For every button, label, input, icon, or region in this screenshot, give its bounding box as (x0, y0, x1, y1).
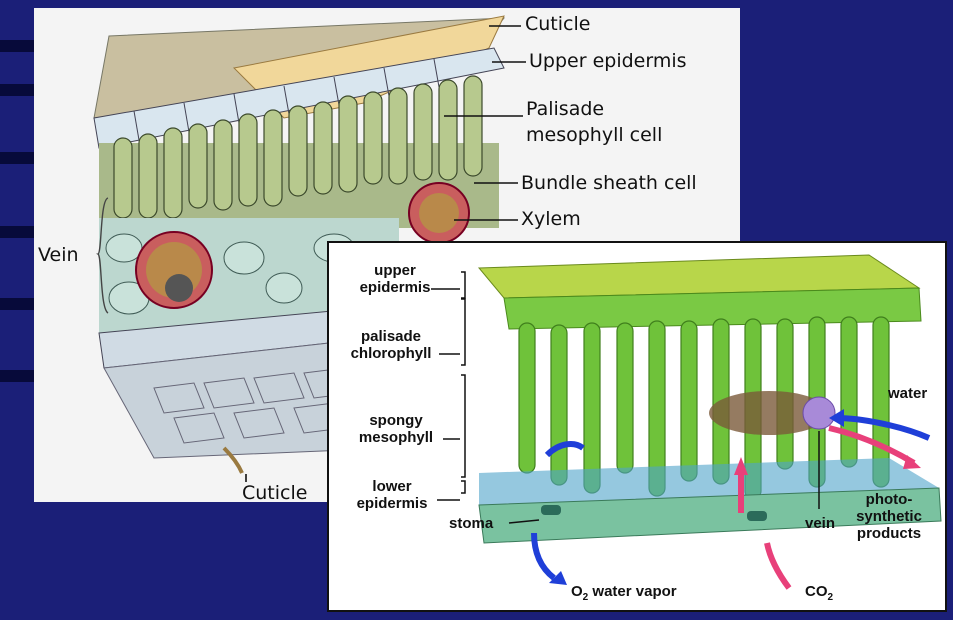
label-b-photo-line1: photo- (845, 491, 933, 508)
label-vein: Vein (38, 244, 79, 266)
label-b-photo-line2: synthetic (845, 508, 933, 525)
label-b-co2: CO2 (805, 583, 833, 606)
slide-stripe (0, 298, 34, 310)
slide-stripe (0, 84, 34, 96)
label-b-o2: O (571, 583, 583, 600)
label-b-stoma: stoma (449, 515, 493, 532)
label-b-spongy-line1: spongy (349, 412, 443, 429)
label-cuticle-bottom: Cuticle (242, 482, 307, 504)
label-palisade-line2: mesophyll cell (526, 124, 662, 146)
label-b-palisade-line2: chlorophyll (341, 345, 441, 362)
label-xylem: Xylem (521, 208, 581, 230)
label-b-palisade-line1: palisade (341, 328, 441, 345)
label-upper-epidermis: Upper epidermis (529, 50, 687, 72)
label-b-spongy: spongy mesophyll (349, 412, 443, 446)
label-b-vein: vein (805, 515, 835, 532)
label-b-lower-epidermis-line1: lower (345, 478, 439, 495)
label-b-upper-epidermis-line2: epidermis (355, 279, 435, 296)
slide-stripe (0, 226, 34, 238)
label-b-o2-subscript: 2 (583, 592, 589, 603)
label-palisade-line1: Palisade (526, 98, 604, 120)
label-b-o2-water-vapor: O2 water vapor (571, 583, 677, 606)
label-b-co: CO (805, 583, 828, 600)
slide-stripe (0, 370, 34, 382)
slide-stripe (0, 152, 34, 164)
label-b-spongy-line2: mesophyll (349, 429, 443, 446)
label-b-water-vapor: water vapor (592, 583, 676, 600)
slide-stripe (0, 40, 34, 52)
label-b-photo-line3: products (845, 525, 933, 542)
leaf-block-diagram-panel: upper epidermis palisade chlorophyll spo… (327, 241, 947, 612)
label-b-upper-epidermis: upper epidermis (355, 262, 435, 296)
label-b-water: water (888, 385, 927, 402)
label-bundle-sheath: Bundle sheath cell (521, 172, 697, 194)
label-b-lower-epidermis: lower epidermis (345, 478, 439, 512)
label-b-upper-epidermis-line1: upper (355, 262, 435, 279)
label-b-co2-subscript: 2 (828, 592, 834, 603)
label-b-palisade: palisade chlorophyll (341, 328, 441, 362)
label-b-photosynthetic-products: photo- synthetic products (845, 491, 933, 542)
label-b-lower-epidermis-line2: epidermis (345, 495, 439, 512)
label-cuticle-top: Cuticle (525, 13, 590, 35)
